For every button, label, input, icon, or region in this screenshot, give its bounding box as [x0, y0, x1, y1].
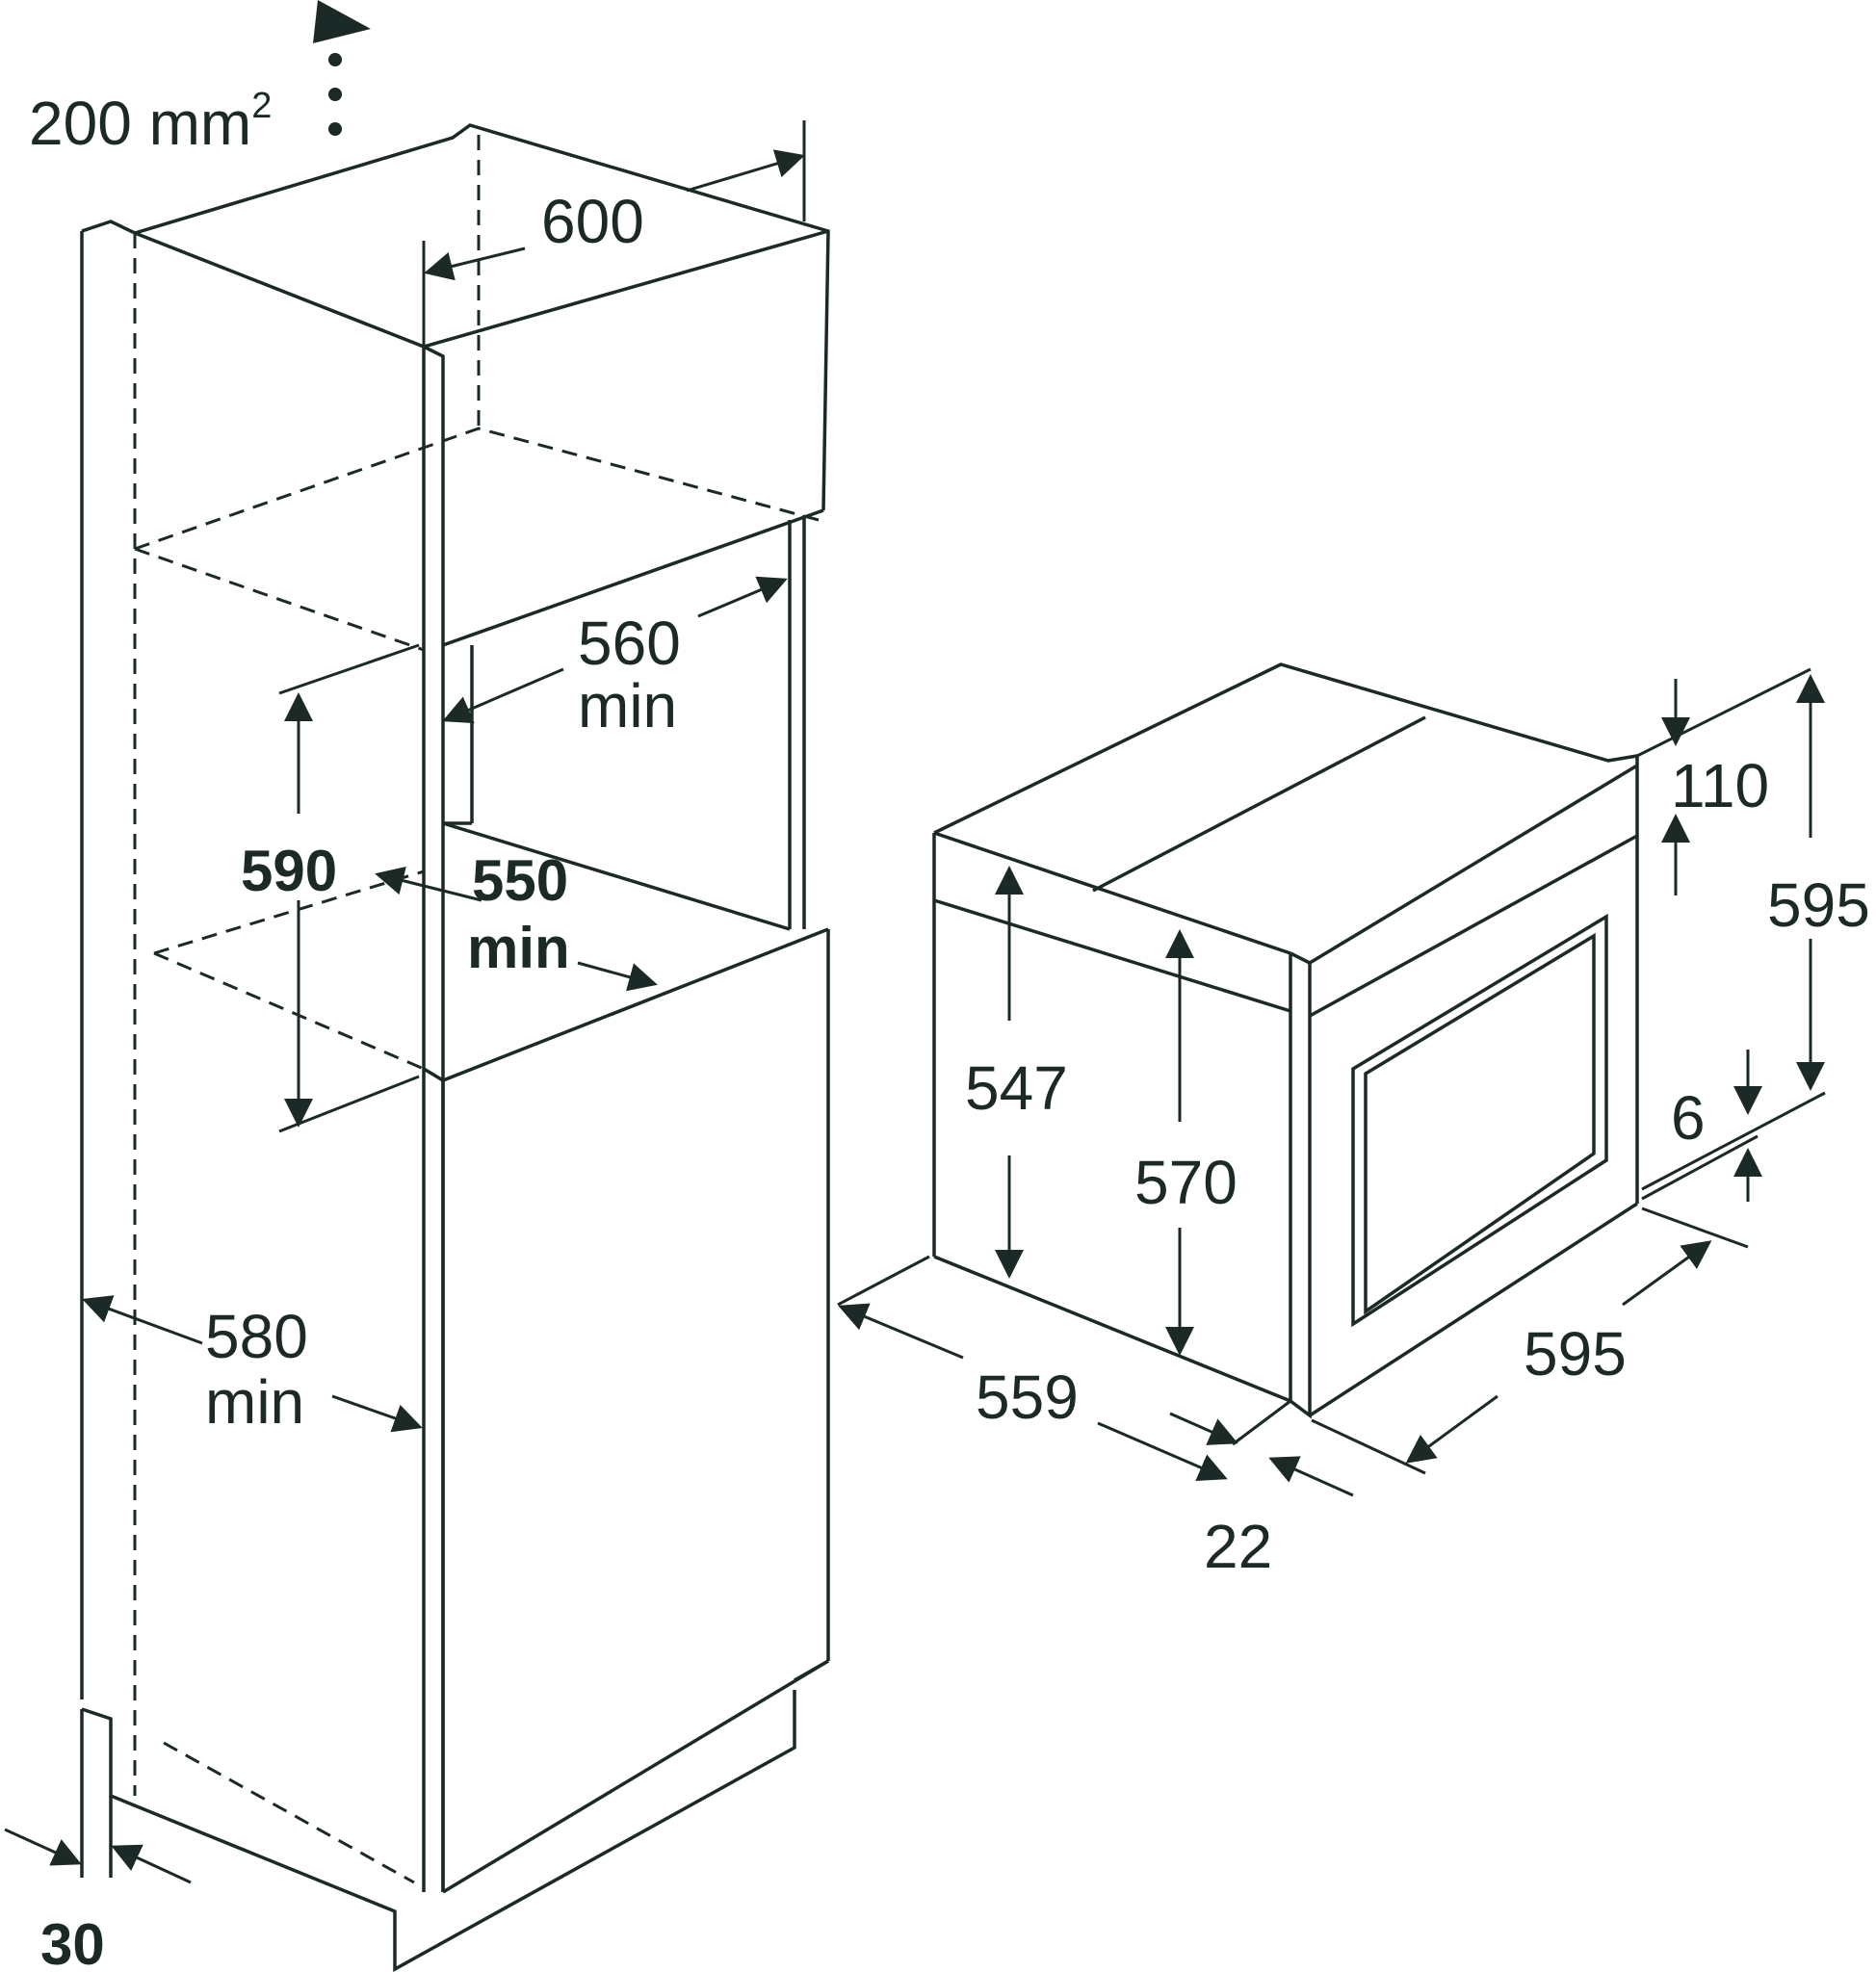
width-label: 595: [1524, 1319, 1627, 1388]
oven-body-top-front: [933, 831, 1291, 955]
niche-height-label: 590: [241, 839, 337, 903]
niche-width-arrow-right: [577, 961, 658, 992]
niche-depth-unit: min: [578, 671, 677, 740]
body-depth-label: 559: [976, 1362, 1079, 1432]
cabinet-depth-unit: min: [205, 1367, 304, 1437]
bottom-gap-label: 6: [1671, 1083, 1706, 1153]
oven-door-bottom: [1309, 1202, 1638, 1417]
niche-depth-arrow-right: [697, 576, 788, 618]
plinth: [81, 1659, 829, 1972]
oven-drawing: [932, 662, 1639, 1419]
cabinet-depth-arrow-left: [82, 1295, 203, 1345]
niche-width-label: 550: [472, 848, 568, 913]
oven-top-outline: [933, 662, 1639, 1204]
niche-floor: [442, 821, 791, 931]
niche-depth-arrow-left: [442, 667, 564, 724]
depth-600-label: 600: [541, 187, 644, 256]
plinth-gap-arrow-left: [4, 1828, 82, 1866]
lower-body-hidden-bottom: [163, 1741, 415, 1884]
niche-right-upright: [788, 515, 806, 929]
oven-door-top-strip: [1309, 834, 1638, 1018]
oven-window-outer: [1351, 913, 1608, 1328]
niche-height-ext-top: [278, 643, 420, 695]
plinth-gap-label: 30: [40, 1912, 105, 1972]
body-depth-ext-right: [1232, 1399, 1291, 1446]
cabinet-dimensions: 200 mm2 600 560 min 590 550 min 580 min …: [4, 0, 806, 1972]
oven-body-stripe: [933, 898, 1291, 1013]
oven-door-side: [1290, 951, 1311, 965]
body-depth-ext-left: [837, 1255, 930, 1307]
width-ext-right: [1641, 1207, 1749, 1249]
niche-width-unit: min: [467, 916, 570, 980]
cabinet-depth-arrow-right: [331, 1394, 423, 1433]
niche-left-upright: [422, 347, 445, 1892]
cabinet-top-front: [134, 229, 829, 349]
vent-dot-1: [328, 53, 342, 66]
vent-area-label: 200 mm2: [29, 86, 272, 158]
side-height-label: 547: [965, 1053, 1068, 1123]
plinth-gap-arrow-right: [111, 1844, 192, 1884]
cabinet-depth-label: 580: [205, 1302, 308, 1371]
cabinet-top-hidden-front: [134, 547, 425, 652]
oven-body-bottom: [933, 1255, 1291, 1403]
body-height-label: 570: [1134, 1148, 1238, 1217]
depth-600-arrow-left: [424, 246, 526, 281]
lower-body-bottom: [442, 1659, 829, 1894]
vent-arrow-icon: [313, 0, 371, 43]
cabinet-drawing: [80, 123, 830, 1972]
width-arrow-left: [1405, 1394, 1498, 1464]
body-depth-arrow-right: [1097, 1421, 1228, 1482]
total-height-label: 595: [1767, 870, 1870, 940]
width-ext-left: [1311, 1418, 1426, 1475]
cabinet-top-front-left: [423, 345, 445, 645]
door-depth-arrow-left: [1268, 1456, 1354, 1497]
niche-height-ext-bottom: [278, 1075, 420, 1133]
cabinet-top-hidden-floor: [134, 427, 820, 551]
vent-dot-2: [328, 88, 342, 101]
top-panel-height-label: 110: [1671, 751, 1769, 820]
oven-window-inner: [1364, 932, 1596, 1315]
vent-dot-3: [328, 122, 342, 136]
cabinet-top-bottom: [442, 508, 824, 647]
niche-depth-label: 560: [578, 609, 681, 678]
width-arrow-right: [1622, 1240, 1712, 1307]
plinth-front-left: [80, 1709, 113, 1878]
door-depth-arrow-right: [1169, 1412, 1238, 1445]
bottom-gap-ext-2: [1641, 1134, 1759, 1201]
niche-width-arrow-left: [375, 866, 482, 902]
body-depth-arrow-left: [838, 1303, 964, 1360]
oven-dimensions: 110 595 547 570 6 595 559 22: [837, 667, 1870, 1581]
bottom-gap-ext: [1641, 1091, 1826, 1191]
door-depth-label: 22: [1204, 1512, 1272, 1581]
oven-top-divider: [1092, 715, 1426, 893]
depth-600-arrow-right: [686, 149, 805, 193]
top-panel-ext: [1636, 667, 1811, 758]
